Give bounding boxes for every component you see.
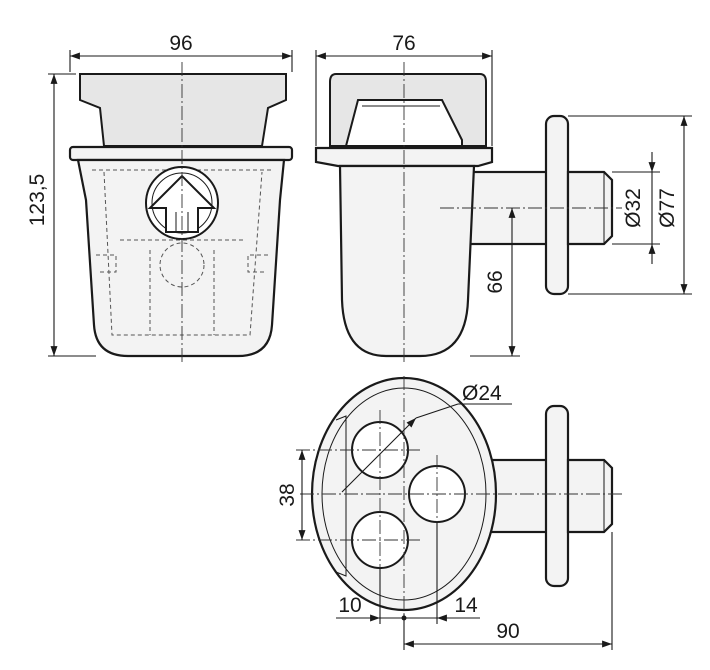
dim-label-d32: Ø32 bbox=[622, 188, 645, 228]
front-view bbox=[68, 62, 294, 362]
dim-label-d77: Ø77 bbox=[656, 188, 679, 228]
dimension-d77: Ø77 bbox=[568, 115, 692, 295]
dimension-90: 90 bbox=[403, 532, 613, 650]
front-rim bbox=[68, 145, 294, 162]
dimension-d24: Ø24 bbox=[341, 382, 512, 493]
top-outlet-flange bbox=[544, 404, 570, 588]
dim-label-38: 38 bbox=[276, 483, 299, 506]
dimension-123-5: 123,5 bbox=[26, 73, 96, 357]
dimension-96: 96 bbox=[69, 32, 293, 72]
dim-label-90: 90 bbox=[496, 620, 519, 643]
dim-label-123-5: 123,5 bbox=[26, 174, 49, 227]
dimension-10-14: 10 14 bbox=[336, 522, 480, 624]
side-body bbox=[338, 164, 476, 358]
dim-label-96: 96 bbox=[169, 32, 192, 55]
dimension-38: 38 bbox=[276, 450, 306, 540]
dim-label-66: 66 bbox=[484, 270, 507, 293]
front-lid bbox=[79, 73, 287, 147]
top-view bbox=[296, 376, 622, 614]
dim-label-10: 10 bbox=[338, 594, 361, 617]
side-outlet-flange bbox=[544, 114, 570, 296]
side-view bbox=[314, 62, 622, 362]
dimension-66: 66 bbox=[470, 208, 520, 357]
front-body bbox=[76, 158, 286, 358]
dimension-d32: Ø32 bbox=[612, 152, 660, 264]
dim-label-76: 76 bbox=[392, 32, 415, 55]
dimension-76: 76 bbox=[315, 32, 493, 146]
dim-label-d24: Ø24 bbox=[462, 382, 502, 405]
dim-label-14: 14 bbox=[454, 594, 478, 617]
top-outlet-spigot bbox=[566, 458, 614, 534]
